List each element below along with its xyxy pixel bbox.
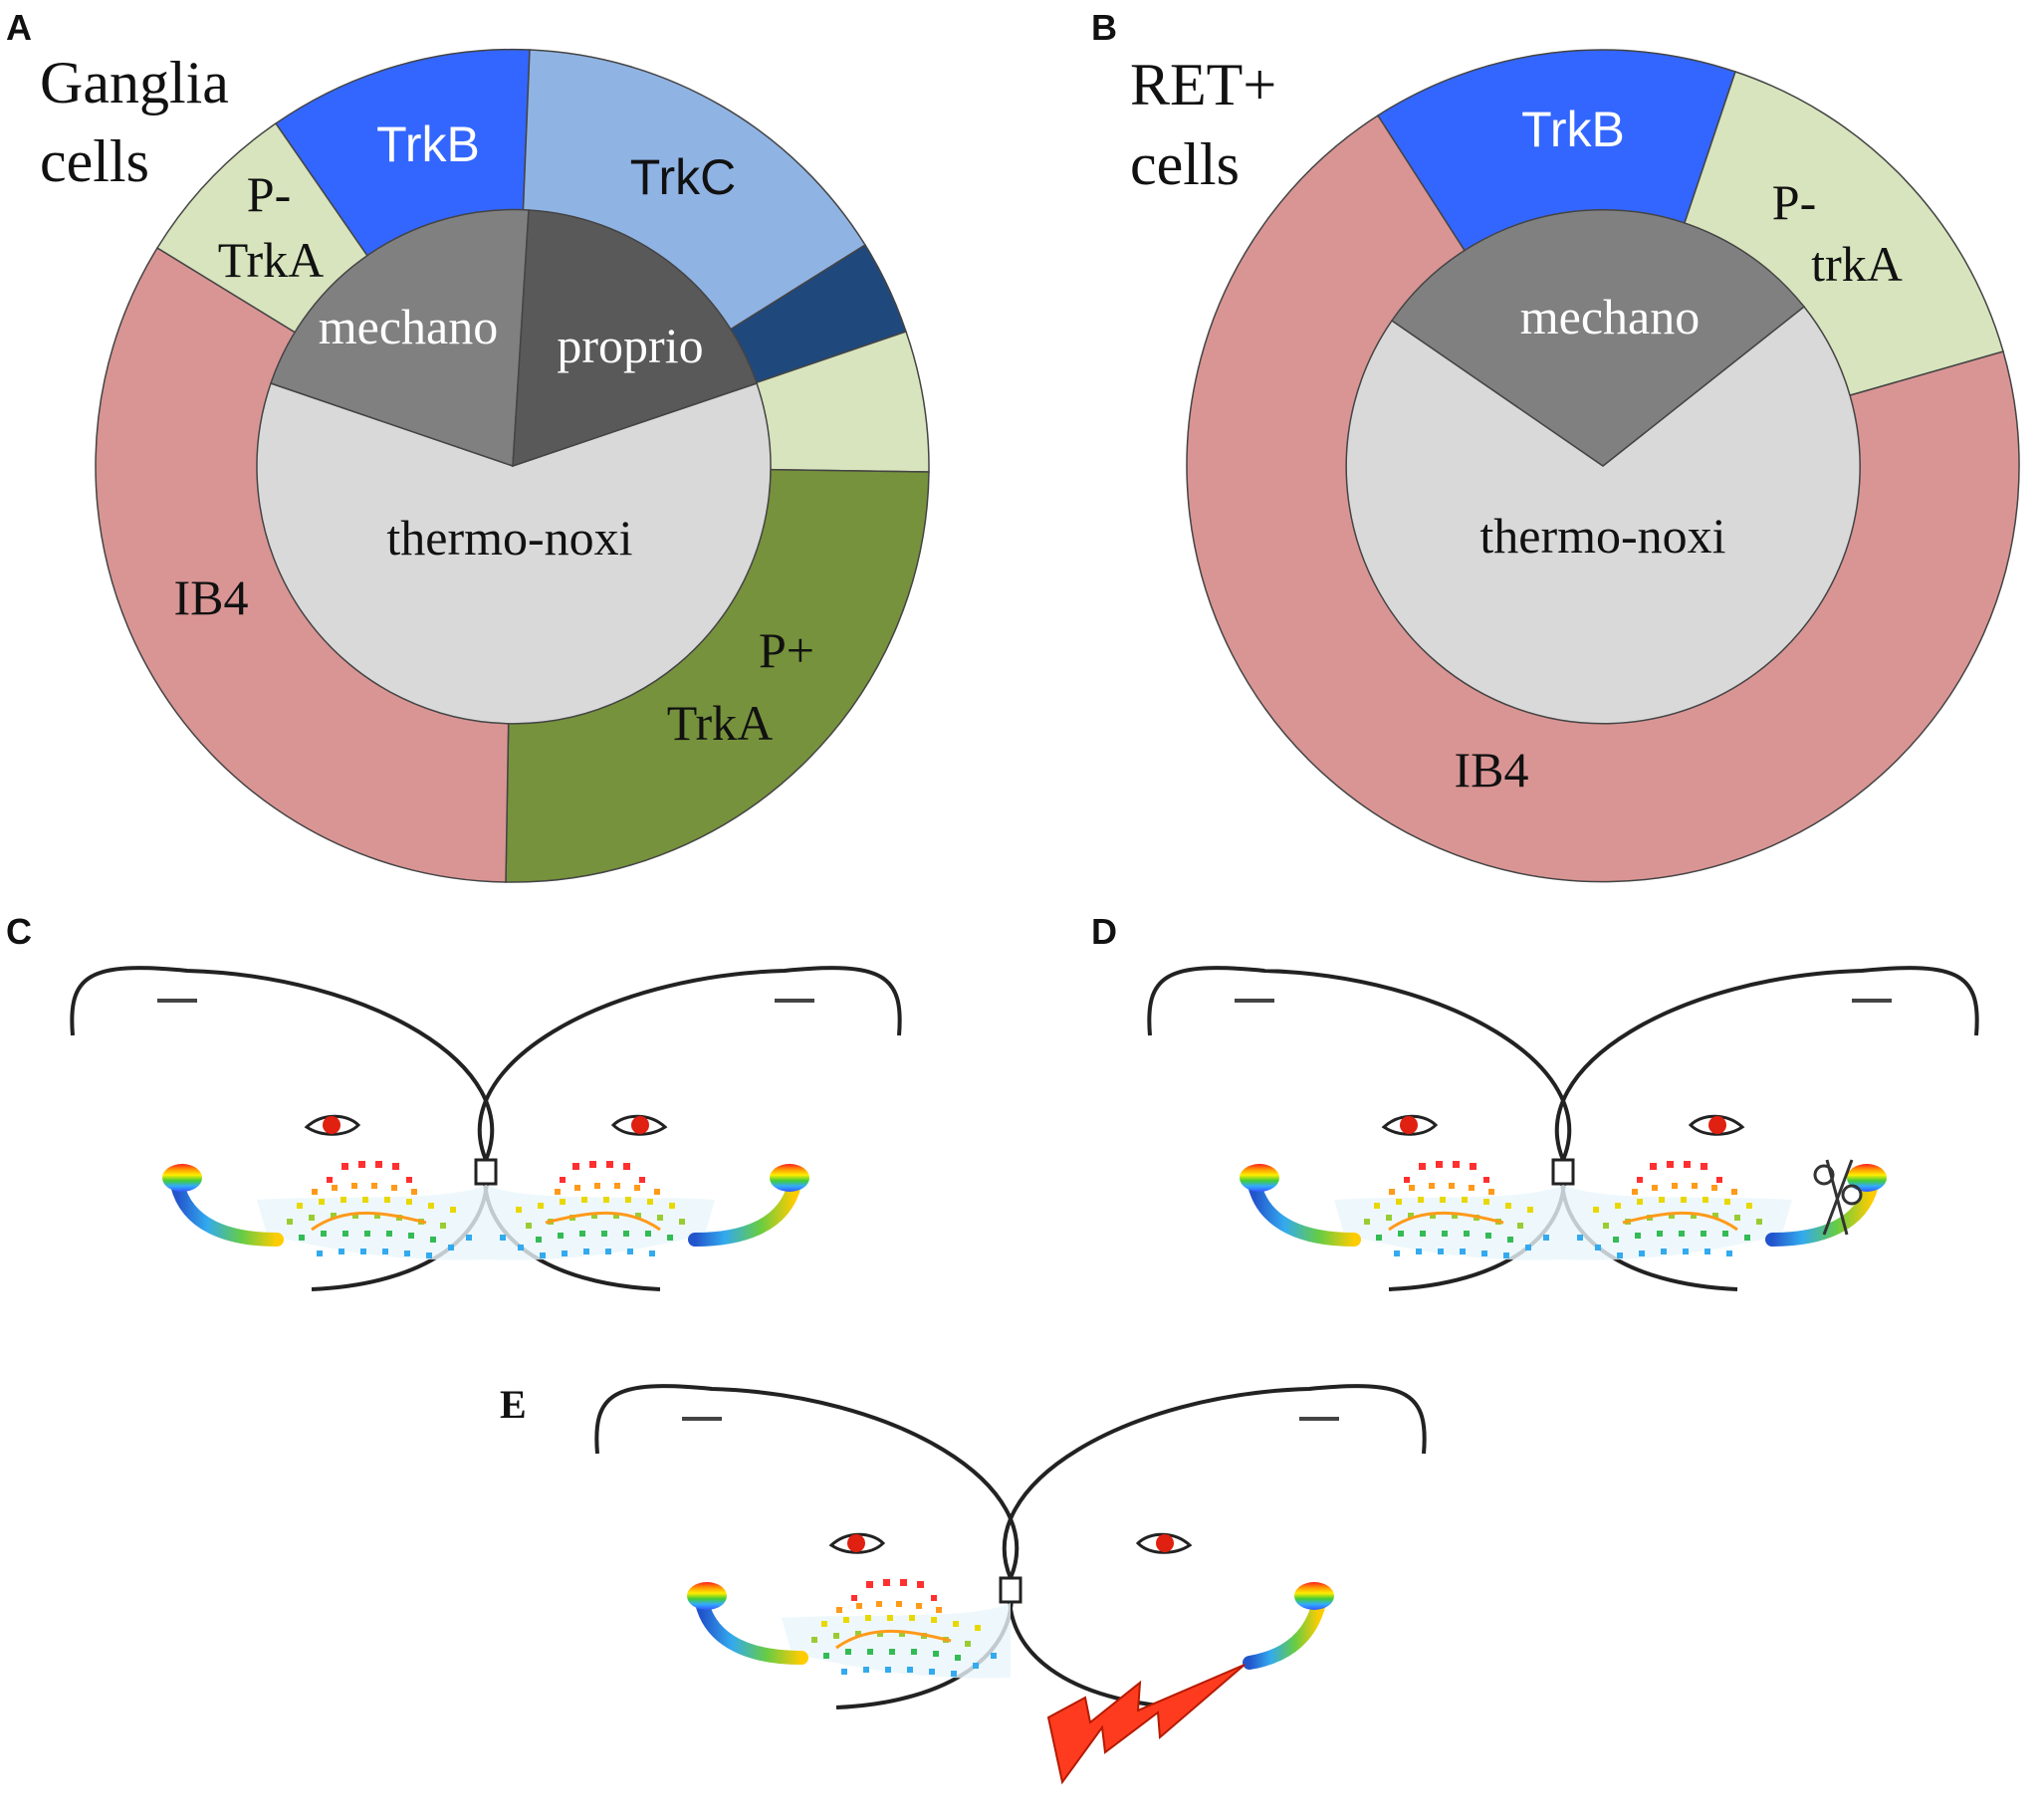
panel-letter-c: C [6,911,32,952]
label-thermo-b: thermo-noxi [1479,508,1725,564]
label-p-minus-a-line2: TrkA [218,232,325,288]
panel-e: E [500,1382,1427,1785]
title-b-line2: cells [1130,131,1240,197]
label-p-plus-a-line1: P+ [759,622,814,678]
panel-b: B RET+ cells TrkB P- trkA IB4 mechano th… [1091,7,2020,883]
inner-thermo-noxi-b [1345,305,1861,725]
panel-c: C [6,911,902,1291]
left-whisker-pad-c [162,1164,284,1247]
right-whisker-pad-d [1765,1164,1887,1247]
label-ib4-a: IB4 [174,569,249,625]
label-trkb-b: TrkB [1521,102,1625,157]
title-a-line1: Ganglia [40,50,229,115]
label-p-minus-a-line1: P- [247,166,291,222]
left-eye-e [828,1532,886,1554]
label-trkc-a: TrkC [630,149,736,205]
panel-letter-d: D [1091,911,1117,952]
right-whisker-pad-c [688,1164,809,1247]
left-eye-c [304,1114,361,1136]
whisker-faces-c [70,966,902,1291]
whisker-faces-d [1147,966,1979,1291]
right-eye-e [1135,1532,1193,1554]
right-eye-c [610,1114,668,1136]
label-ib4-b: IB4 [1455,742,1529,797]
whisker-faces-e [594,1384,1427,1785]
donut-a [95,48,930,883]
right-eye-d [1688,1114,1745,1136]
inner-mechano-b [1390,209,1806,467]
label-p-plus-a-line2: TrkA [667,695,774,751]
left-whisker-pad-e [687,1582,808,1665]
scissors-icon [1813,1159,1863,1236]
donut-b [1186,49,2020,883]
label-trkb-a: TrkB [376,116,480,172]
inner-proprio [512,209,758,468]
label-proprio-a: proprio [557,318,703,373]
right-whisker-pad-e [1243,1582,1334,1670]
left-eye-d [1381,1114,1439,1136]
inner-thermo-noxi [256,382,772,725]
label-mechano-b: mechano [1520,289,1700,344]
lightning-bolt-icon [1046,1664,1246,1785]
label-p-minus-b-line1: P- [1772,174,1816,230]
inner-mechano [270,208,530,468]
left-whisker-pad-d [1240,1164,1361,1247]
panel-letter-b: B [1091,7,1117,48]
panel-d: D [1091,911,1979,1291]
title-b-line1: RET+ [1130,52,1276,117]
panel-a: A Ganglia cells TrkB TrkC P- TrkA IB4 P+… [6,7,930,883]
label-thermo-a: thermo-noxi [386,510,632,566]
label-mechano-a: mechano [319,299,498,354]
panel-letter-e: E [500,1382,527,1427]
panel-letter-a: A [6,7,32,48]
title-a-line2: cells [40,128,149,194]
label-p-minus-b-line2: trkA [1811,236,1903,292]
